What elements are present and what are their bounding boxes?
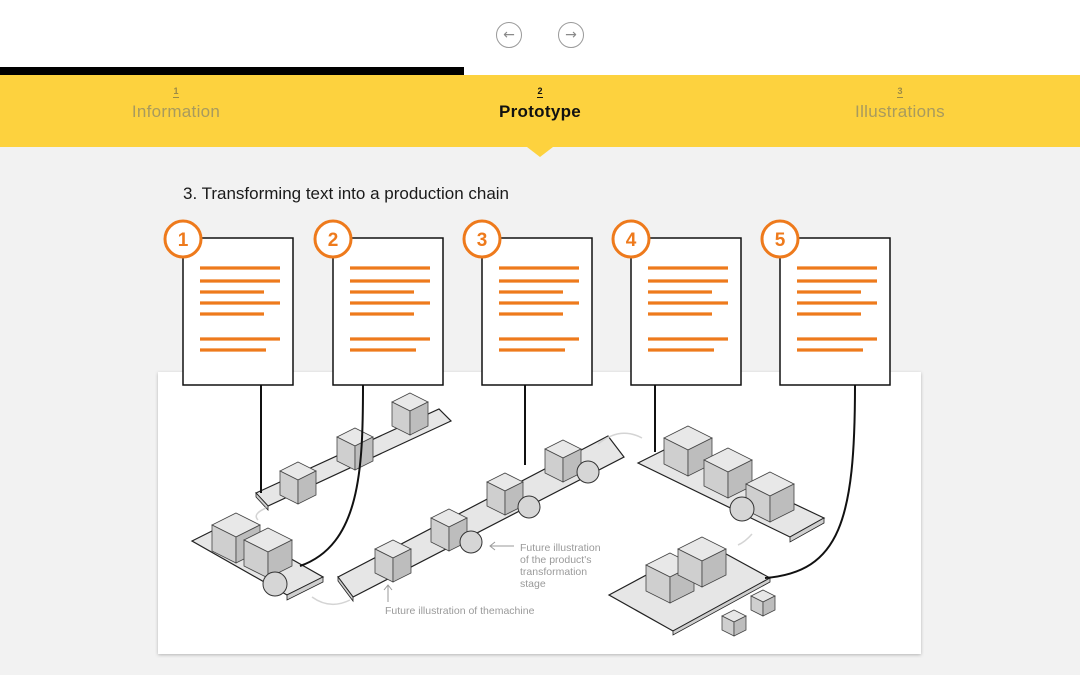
- document-1: 1: [163, 219, 294, 386]
- next-button[interactable]: →: [558, 22, 584, 48]
- step-badge-number: 5: [775, 230, 786, 251]
- arrow-right-icon: →: [565, 27, 577, 43]
- progress-fill: [0, 67, 465, 75]
- annotation-line: stage: [520, 578, 546, 590]
- step-badge-number: 4: [626, 230, 637, 251]
- previous-button[interactable]: ←: [496, 22, 522, 48]
- step-badge-number: 1: [178, 230, 189, 251]
- annotation-line: Future illustration: [520, 542, 601, 554]
- conveyor-a: [254, 392, 453, 512]
- step-tabs: 1 Information 2 Prototype 3 Illustration…: [0, 75, 1080, 147]
- section-title: 3. Transforming text into a production c…: [183, 184, 510, 203]
- step-badge: [313, 219, 353, 259]
- annotation-machine: Future illustration of themachine: [383, 584, 535, 617]
- active-step-pointer: [527, 147, 553, 157]
- step-label: Information: [131, 102, 221, 121]
- step-number: 3: [897, 86, 903, 98]
- step-number: 1: [173, 86, 179, 98]
- tab-prototype[interactable]: 2 Prototype: [440, 75, 640, 147]
- step-label: Prototype: [498, 102, 582, 121]
- annotation-line: of the product's: [520, 554, 591, 566]
- conveyor-d: [636, 425, 826, 543]
- connector-lines: [260, 384, 856, 579]
- annotation-line: transformation: [520, 566, 587, 578]
- step-badge: [760, 219, 800, 259]
- svg-text:Future illustration of t: Future illustration of the product's tra…: [520, 542, 603, 590]
- annotation-transformation: Future illustration of the product's tra…: [489, 541, 603, 590]
- document-3: 3: [462, 219, 593, 386]
- top-bar: ← →: [0, 0, 1080, 67]
- arrow-left-icon: ←: [503, 27, 515, 43]
- document-4: 4: [611, 219, 742, 386]
- step-label: Illustrations: [855, 102, 945, 121]
- annotation-text: Future illustration of themachine: [385, 605, 535, 617]
- step-badge: [611, 219, 651, 259]
- document-5: 5: [760, 219, 891, 386]
- step-number: 2: [537, 86, 543, 98]
- tab-illustrations[interactable]: 3 Illustrations: [800, 75, 1000, 147]
- flow-arrows: [255, 432, 753, 606]
- step-badge: [462, 219, 502, 259]
- step-badge: [163, 219, 203, 259]
- document-2: 2: [313, 219, 444, 386]
- tab-information[interactable]: 1 Information: [76, 75, 276, 147]
- progress-bar: [0, 67, 1080, 75]
- conveyor-c: [337, 435, 625, 603]
- step-badge-number: 2: [328, 230, 339, 251]
- conveyor-b: [190, 512, 325, 601]
- step-badge-number: 3: [477, 230, 488, 251]
